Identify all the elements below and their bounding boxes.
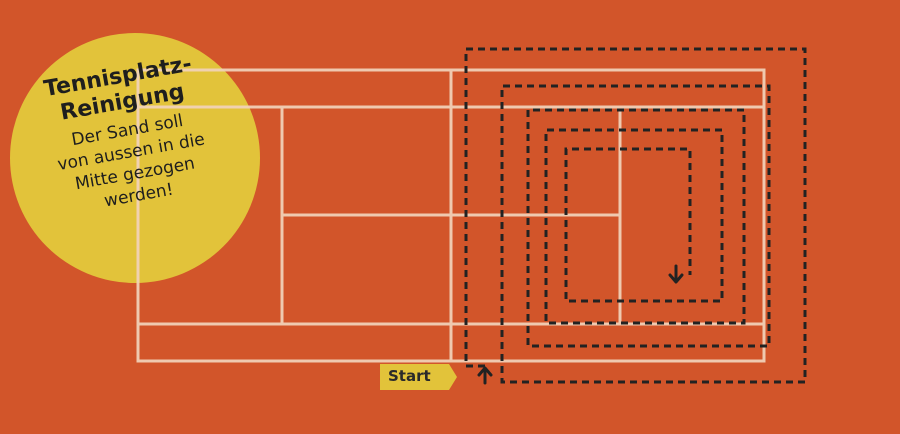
court-lines bbox=[136, 68, 766, 363]
end-arrow-icon bbox=[668, 264, 684, 284]
spiral-path bbox=[464, 47, 807, 384]
start-arrow-icon bbox=[477, 366, 493, 385]
info-badge-circle bbox=[10, 33, 260, 283]
start-tag bbox=[380, 364, 457, 390]
start-label: Start bbox=[388, 367, 431, 385]
cleaning-path bbox=[464, 47, 807, 384]
